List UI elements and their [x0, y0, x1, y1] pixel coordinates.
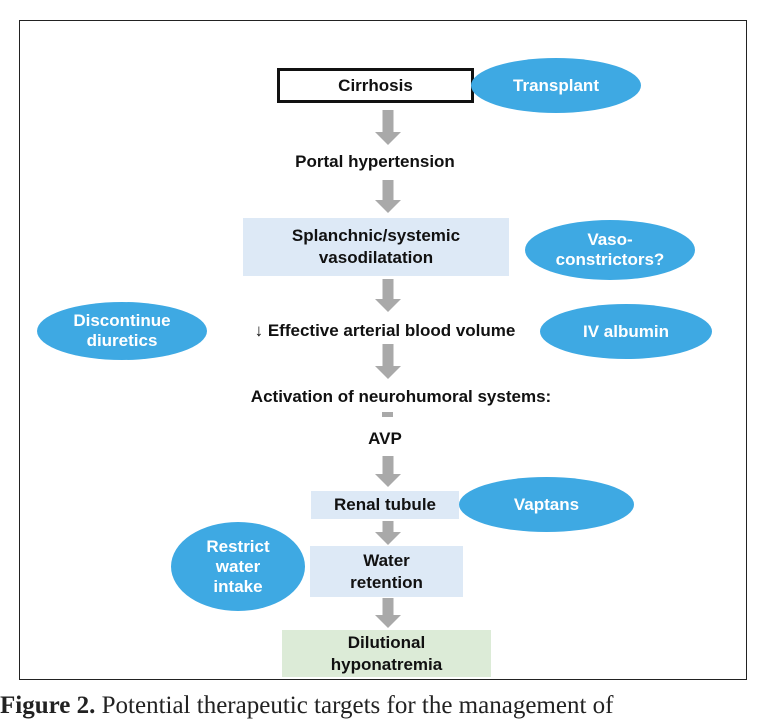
intervention-transplant: Transplant [471, 58, 641, 113]
figure-caption: Figure 2. Potential therapeutic targets … [0, 689, 771, 727]
caption-lead: Figure 2. [0, 692, 96, 719]
node-avp: AVP [368, 429, 402, 448]
intervention-vasoconstrictors: Vaso- constrictors? [525, 220, 695, 280]
node-renal-tubule: Renal tubule [311, 491, 459, 519]
intervention-discontinue-diuretics: Discontinue diuretics [37, 302, 207, 360]
node-portal-hypertension: Portal hypertension [295, 152, 455, 171]
arrow-vasodilatation-to-volume [375, 279, 401, 313]
arrow-cirrhosis-to-portal [375, 110, 401, 146]
node-effective-arterial-blood-volume: ↓ Effective arterial blood volume [254, 321, 516, 340]
intervention-restrict-water-intake: Restrict water intake [171, 522, 305, 611]
arrow-volume-to-activation [375, 344, 401, 380]
intervention-iv-albumin: IV albumin [540, 304, 712, 359]
node-cirrhosis: Cirrhosis [277, 68, 474, 103]
node-activation-neurohumoral: Activation of neurohumoral systems: [250, 387, 552, 406]
caption-text: Potential therapeutic targets for the ma… [101, 692, 614, 719]
arrow-renal-to-water-retention [375, 521, 401, 545]
node-dilutional-hyponatremia: Dilutional hyponatremia [282, 630, 491, 677]
figure-frame [19, 20, 747, 680]
arrow-avp-to-renal-tubule [375, 456, 401, 488]
node-vasodilatation: Splanchnic/systemic vasodilatation [243, 218, 509, 276]
arrow-portal-to-vasodilatation [375, 180, 401, 214]
node-water-retention: Water retention [310, 546, 463, 597]
connector-activation-to-avp [382, 412, 393, 417]
arrow-water-to-hyponatremia [375, 598, 401, 629]
intervention-vaptans: Vaptans [459, 477, 634, 532]
